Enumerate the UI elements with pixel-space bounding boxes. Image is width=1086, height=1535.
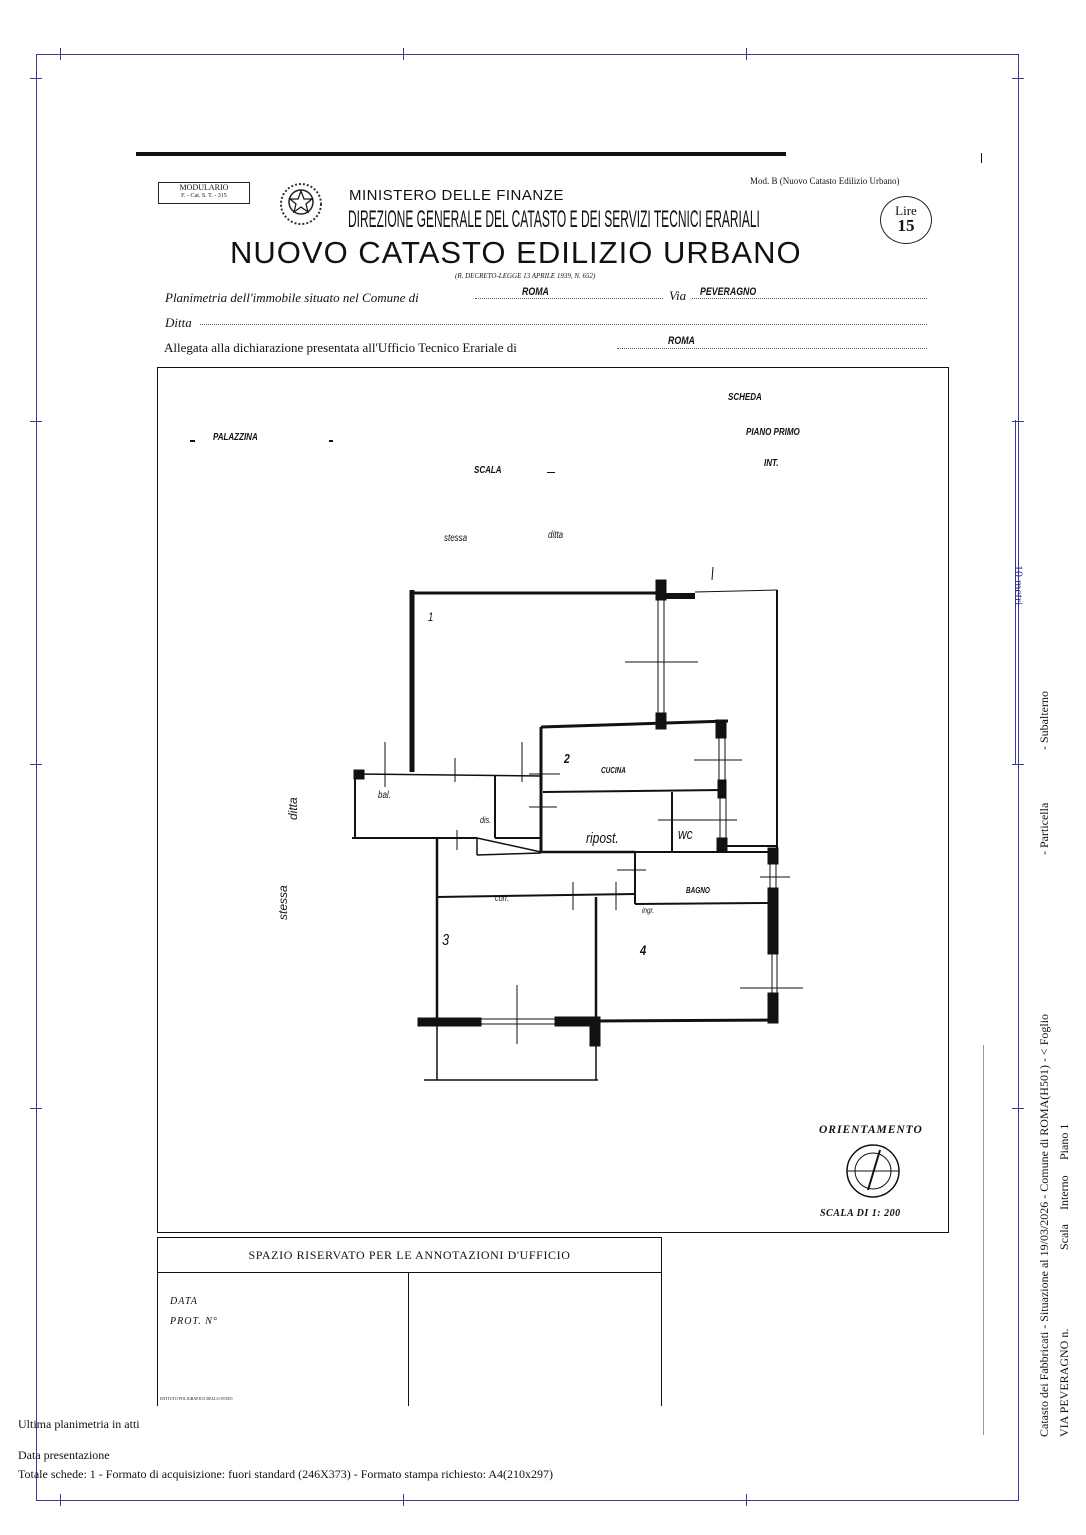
ufficio-value: ROMA: [668, 335, 695, 347]
decree-label: (R. DECRETO-LEGGE 13 APRILE 1939, N. 652…: [455, 272, 596, 280]
dash: [547, 472, 555, 473]
ditta-line: [200, 324, 927, 325]
via-label: Via: [669, 288, 687, 303]
ufficio-line: [617, 348, 927, 349]
dis-label: dis.: [480, 815, 492, 825]
ingresso-label: ingr.: [642, 906, 655, 915]
allegata-label: Allegata alla dichiarazione presentata a…: [164, 340, 517, 355]
dash: [329, 440, 333, 442]
tick: [30, 1108, 42, 1109]
bal-label: bal.: [378, 790, 391, 801]
piano-side-label: Piano 1: [1057, 1123, 1071, 1160]
comune-value: ROMA: [522, 286, 549, 298]
tick: [746, 48, 747, 60]
situazione-label: Catasto dei Fabbricati - Situazione al 1…: [1037, 1013, 1051, 1437]
ripost-label: ripost.: [586, 830, 619, 847]
tick: [30, 421, 42, 422]
ditta-plan-label: ditta: [548, 530, 564, 541]
room-3-label: 3: [442, 932, 450, 949]
tick: [30, 764, 42, 765]
tick: [30, 78, 42, 79]
frame-bottom: [36, 1500, 1019, 1501]
totale-schede-label: Totale schede: 1 - Formato di acquisizio…: [18, 1467, 554, 1481]
frame-left: [36, 54, 37, 1500]
emblem-icon: [280, 183, 322, 225]
tick: [403, 48, 404, 60]
scala-label: SCALA: [474, 465, 502, 476]
orientamento-label: ORIENTAMENTO: [819, 1124, 923, 1136]
tick: [1012, 78, 1024, 79]
comune-line: [475, 298, 663, 299]
piano-label: PIANO PRIMO: [746, 427, 800, 438]
top-rule: [136, 152, 786, 156]
tick: [746, 1494, 747, 1506]
particella-label: - Particella: [1037, 802, 1051, 855]
stamp-lire: Lire 15: [880, 196, 932, 244]
bagno-label: BAGNO: [686, 886, 710, 895]
scale-bar: [1015, 420, 1016, 765]
annotations-divider: [408, 1273, 409, 1406]
modulario-code: F. - Cat. S. T. - 315: [181, 193, 227, 199]
prot-label: PROT. N°: [170, 1316, 218, 1327]
indirizzo-label: VIA PEVERAGNO n.: [1057, 1328, 1071, 1437]
subalterno-label: - Subalterno: [1037, 691, 1051, 750]
printer-label: ISTITUTO POLIGRAFICO DELLO STATO: [160, 1396, 233, 1401]
stessa-label: stessa: [444, 533, 468, 544]
scale-bar-label: 10 metri: [1012, 565, 1026, 606]
annotations-box: SPAZIO RISERVATO PER LE ANNOTAZIONI D'UF…: [157, 1237, 662, 1406]
tick: [1012, 1108, 1024, 1109]
tick: [60, 48, 61, 60]
frame-right: [1018, 54, 1019, 1500]
form-title: NUOVO CATASTO EDILIZIO URBANO: [230, 235, 802, 270]
compass-icon: [846, 1144, 900, 1198]
tick: [1012, 421, 1024, 422]
tick: [403, 1494, 404, 1506]
tick: [1012, 764, 1024, 765]
corridoio-label: corr.: [495, 893, 510, 903]
ditta-label: Ditta: [165, 315, 192, 330]
annotations-header: SPAZIO RISERVATO PER LE ANNOTAZIONI D'UF…: [158, 1238, 661, 1273]
mod-b-label: Mod. B (Nuovo Catasto Edilizio Urbano): [750, 176, 900, 186]
data-presentazione-label: Data presentazione: [18, 1448, 110, 1462]
ultima-planimetria-label: Ultima planimetria in atti: [18, 1417, 140, 1431]
modulario-label: MODULARIO: [179, 183, 229, 192]
tick: [60, 1494, 61, 1506]
planimetria-label: Planimetria dell'immobile situato nel Co…: [165, 290, 419, 305]
room-1-label: 1: [428, 610, 434, 624]
ministry-label: MINISTERO DELLE FINANZE: [349, 187, 564, 204]
side-rule: [983, 1045, 984, 1435]
room-2-label: 2: [564, 751, 570, 766]
dash: [190, 440, 195, 442]
modulario-box: MODULARIO F. - Cat. S. T. - 315: [158, 182, 250, 204]
data-label: DATA: [170, 1296, 198, 1307]
scale-label: SCALA DI 1: 200: [820, 1208, 901, 1219]
stamp-value: 15: [897, 216, 915, 235]
side-scala-label: Scala: [1057, 1224, 1071, 1250]
plan-frame: [157, 367, 949, 1233]
stamp-label: Lire: [895, 203, 917, 218]
via-line: [692, 298, 927, 299]
scheda-label: SCHEDA: [728, 392, 762, 403]
via-value: PEVERAGNO: [700, 286, 757, 298]
frame-top: [36, 54, 1019, 55]
direction-label: DIREZIONE GENERALE DEL CATASTO E DEI SER…: [348, 206, 760, 233]
wc-label: wc: [678, 826, 693, 843]
interno-label: Interno: [1057, 1175, 1071, 1210]
room-4-label: 4: [640, 942, 647, 958]
mark: [981, 153, 982, 163]
palazzina-label: PALAZZINA: [213, 432, 258, 443]
int-label: INT.: [764, 458, 779, 469]
cucina-label: CUCINA: [601, 766, 626, 775]
